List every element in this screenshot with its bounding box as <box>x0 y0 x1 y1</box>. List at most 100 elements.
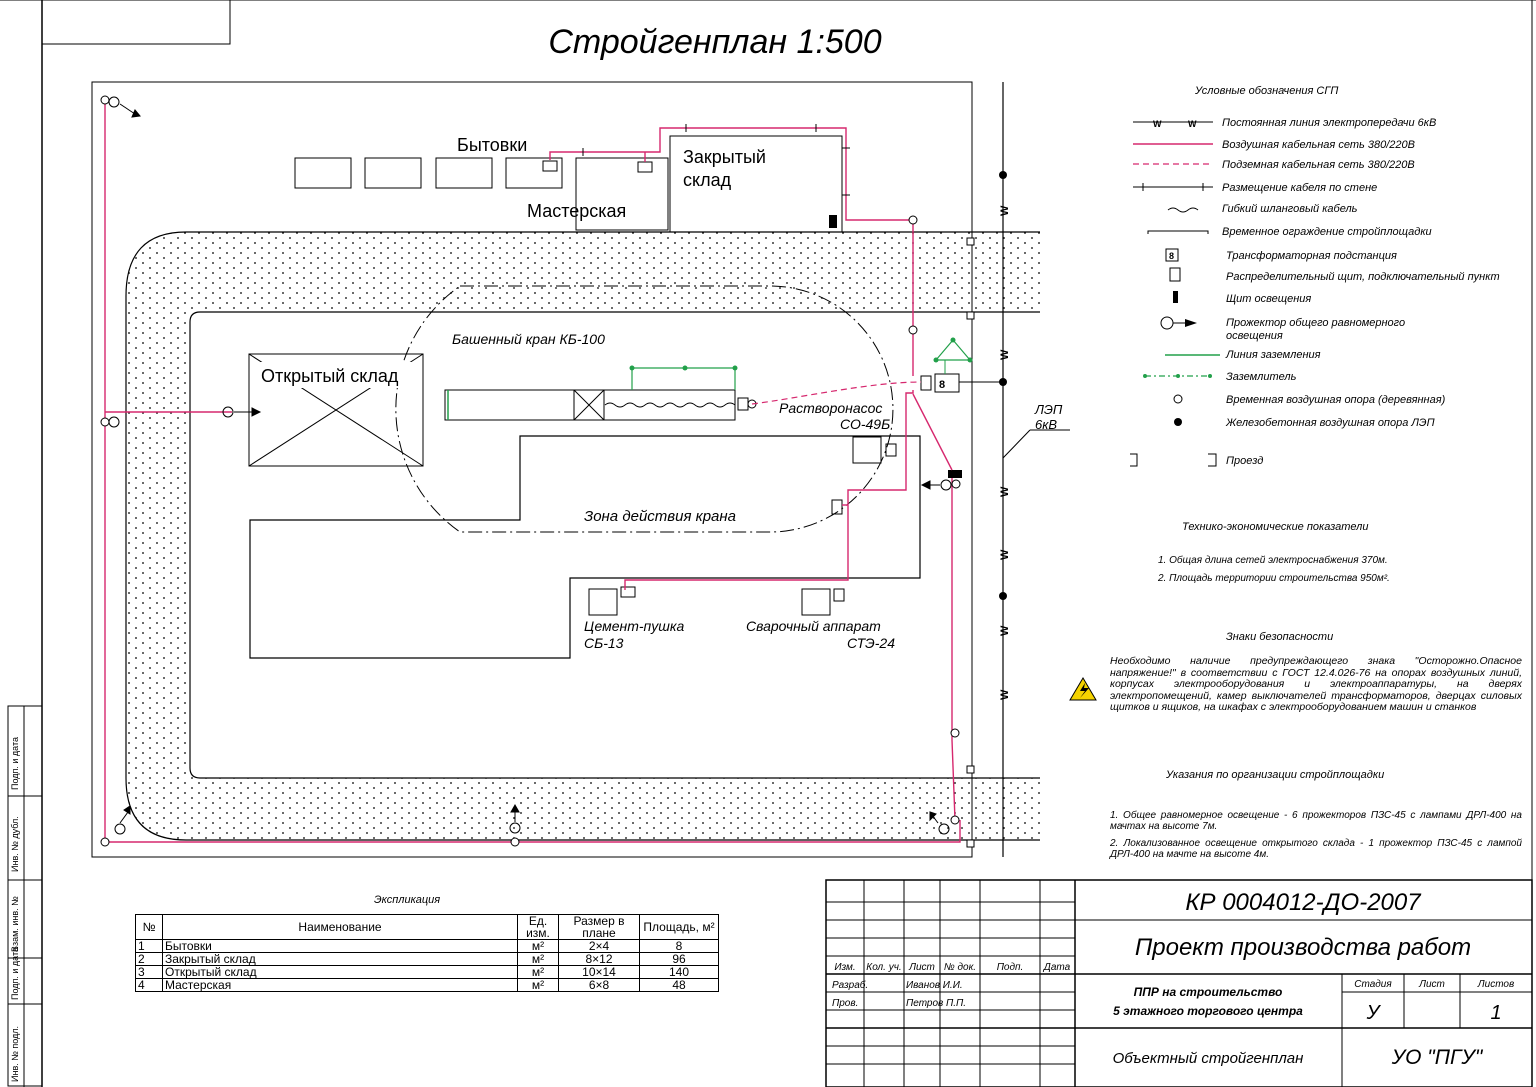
switchboard <box>920 375 932 391</box>
svg-text:№ док.: № док. <box>944 962 976 973</box>
welding-unit <box>801 588 831 616</box>
grounding-loop <box>934 339 972 361</box>
explication-table: № Наименование Ед. изм. Размер в плане П… <box>135 914 719 992</box>
svg-text:Изм.: Изм. <box>834 962 855 973</box>
temp-poles <box>100 95 961 847</box>
welding-label-1: Сварочный аппарат <box>746 618 881 634</box>
svg-text:Кол. уч.: Кол. уч. <box>866 962 901 973</box>
svg-text:W: W <box>999 625 1011 636</box>
legend-item-2: Воздушная кабельная сеть 380/220В <box>1222 139 1415 151</box>
closed-store-label-1: Закрытый <box>683 147 766 167</box>
svg-text:Лист: Лист <box>1418 979 1445 990</box>
legend-item-3: Подземная кабельная сеть 380/220В <box>1222 159 1415 171</box>
closed-store-label-2: склад <box>683 170 732 190</box>
workshop <box>575 157 669 231</box>
instruction-1: 1. Общее равномерное освещение - 6 проже… <box>1110 810 1522 832</box>
crane-label: Башенный кран КБ-100 <box>452 331 605 347</box>
building-outline <box>249 435 921 659</box>
stage-value: У <box>1366 1002 1382 1024</box>
legend-item-10a: Прожектор общего равномерного <box>1226 317 1405 329</box>
legend-item-6: Временное ограждение стройплощадки <box>1222 226 1432 238</box>
legend-item-9: Щит освещения <box>1226 293 1311 305</box>
transformer-substation <box>934 373 960 393</box>
bytovki-label: Бытовки <box>457 135 527 155</box>
legend-title: Условные обозначения СГП <box>1194 85 1338 97</box>
workshop-label: Мастерская <box>527 201 626 221</box>
razrab-label: Разраб. <box>832 979 868 991</box>
svg-text:W: W <box>1188 119 1197 129</box>
svg-text:W: W <box>1153 119 1162 129</box>
side-stamp-5: Инв. № подл. <box>10 1026 20 1082</box>
svg-text:Дата: Дата <box>1043 962 1071 973</box>
drawing-title: Стройгенплан 1:500 <box>548 23 881 61</box>
legend-item-8: Распределительный щит, подключательный п… <box>1226 271 1500 283</box>
cement-label-1: Цемент-пушка <box>584 618 684 634</box>
side-stamp <box>7 705 43 1087</box>
road-ring <box>126 232 1040 840</box>
bytovki-group <box>294 157 563 189</box>
side-stamp-3: Взам. инв. № <box>10 896 20 952</box>
tep-title: Технико-экономические показатели <box>1182 521 1368 533</box>
lep-label-1: ЛЭП <box>1034 402 1063 417</box>
side-stamp-4: Подп. и дата <box>10 947 20 1000</box>
explication-title: Экспликация <box>374 894 440 906</box>
svg-text:W: W <box>999 549 1011 560</box>
legend-item-4: Размещение кабеля по стене <box>1222 182 1377 194</box>
svg-text:8: 8 <box>939 379 945 391</box>
underground-cable <box>751 381 922 405</box>
side-stamp-2: Инв. № дубл. <box>10 816 20 872</box>
tower-crane <box>444 389 757 421</box>
tep-item-1: 1. Общая длина сетей электроснабжения 37… <box>1158 554 1388 566</box>
legend-item-15: Проезд <box>1226 455 1263 467</box>
svg-text:W: W <box>999 205 1011 216</box>
svg-text:W: W <box>999 486 1011 497</box>
tep-item-2: 2. Площадь территории строительства 950м… <box>1157 573 1390 584</box>
title-block <box>825 879 1533 1087</box>
svg-text:Стадия: Стадия <box>1354 979 1392 990</box>
welding-label-2: СТЭ-24 <box>847 635 895 651</box>
instructions-title: Указания по организации стройплощадки <box>1165 769 1384 781</box>
cement-gun <box>588 588 618 616</box>
safety-title: Знаки безопасности <box>1226 631 1333 643</box>
mortar-pump <box>852 436 882 464</box>
side-stamp-1: Подп. и дата <box>10 737 20 790</box>
legend-item-11: Линия заземления <box>1225 349 1321 361</box>
svg-text:Подп.: Подп. <box>997 962 1024 973</box>
table-header-row: № Наименование Ед. изм. Размер в плане П… <box>135 914 719 940</box>
svg-text:W: W <box>999 349 1011 360</box>
legend-item-13: Временная воздушная опора (деревянная) <box>1226 394 1446 406</box>
pump-label-2: СО-49Б <box>840 416 890 432</box>
legend-symbols <box>1133 121 1213 404</box>
legend-item-1: Постоянная линия электропередачи 6кВ <box>1222 117 1436 129</box>
overhead-cable <box>104 100 961 843</box>
power-line-w-marks: W W W W W W <box>999 205 1011 700</box>
closed-store <box>669 135 843 233</box>
gates <box>966 237 975 848</box>
svg-text:W: W <box>999 689 1011 700</box>
instruction-2: 2. Локализованное освещение открытого ск… <box>1110 838 1522 860</box>
object-line-1: ППР на строительство <box>1134 985 1283 999</box>
cement-label-2: СБ-13 <box>584 635 624 651</box>
site-boundary <box>91 81 973 858</box>
stamp-code: КР 0004012-ДО-2007 <box>1185 889 1422 916</box>
svg-text:8: 8 <box>1169 251 1174 261</box>
legend-item-10b: освещения <box>1226 330 1283 342</box>
safety-text: Необходимо наличие предупреждающего знак… <box>1110 655 1522 713</box>
legend-item-12: Заземлитель <box>1226 371 1297 383</box>
object-line-2: 5 этажного торгового центра <box>1113 1004 1303 1018</box>
prov-name: Петров П.П. <box>906 998 966 1009</box>
crane-zone-label: Зона действия крана <box>584 508 736 525</box>
legend-item-7: Трансформаторная подстанция <box>1226 250 1397 262</box>
sheets-value: 1 <box>1490 1002 1501 1024</box>
legend-item-14: Железобетонная воздушная опора ЛЭП <box>1225 417 1435 429</box>
organization: УО "ПГУ" <box>1391 1046 1484 1069</box>
stamp-project: Проект производства работ <box>1135 934 1471 961</box>
lep-label-2: 6кВ <box>1035 417 1057 432</box>
prov-label: Пров. <box>832 998 858 1009</box>
open-store-label: Открытый склад <box>261 366 399 386</box>
